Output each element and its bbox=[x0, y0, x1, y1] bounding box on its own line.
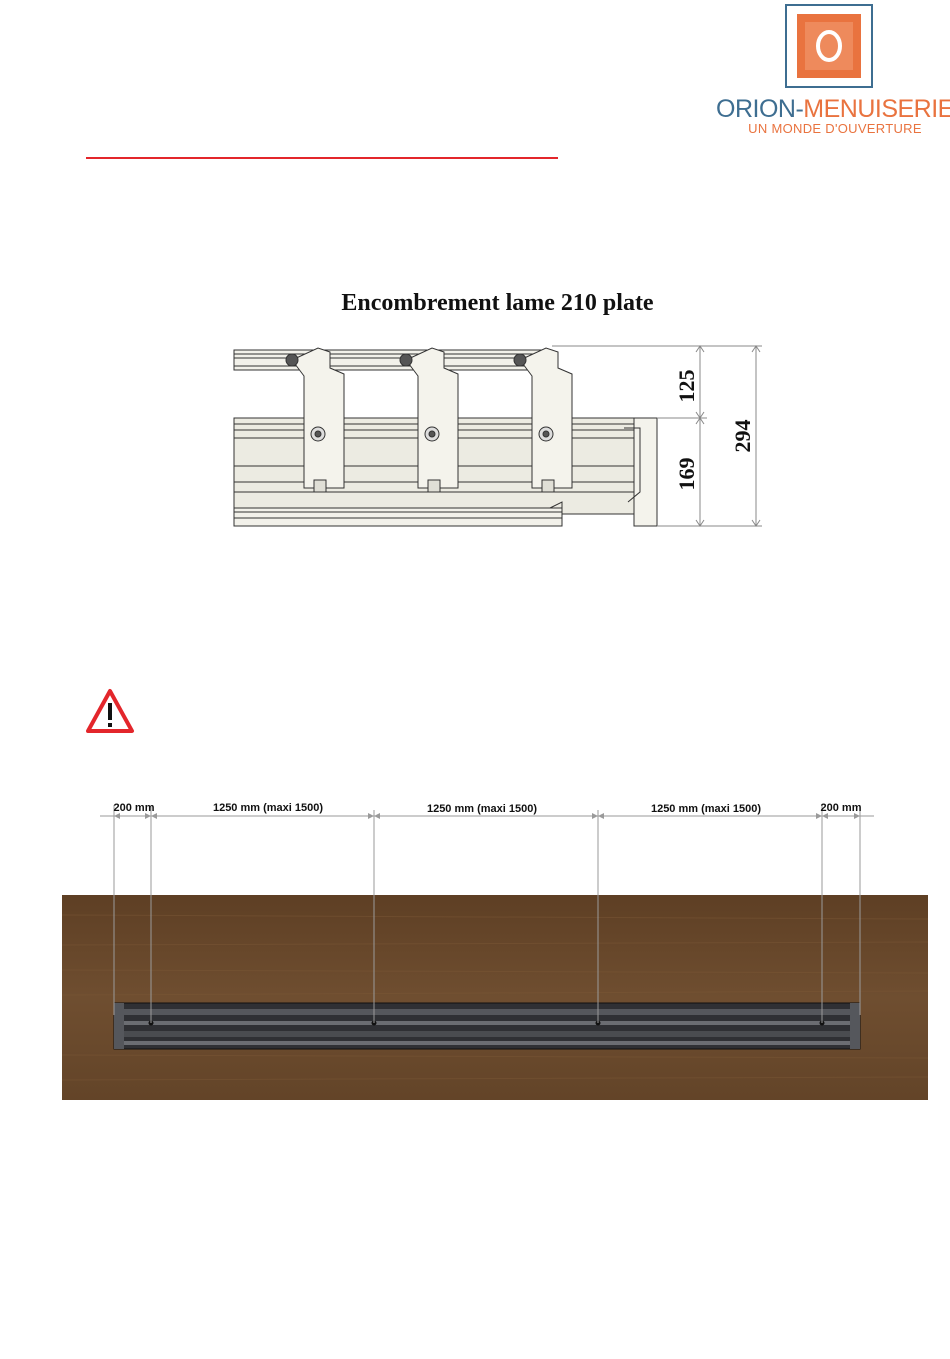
dim-125: 125 bbox=[674, 370, 699, 403]
rail-profile bbox=[114, 1003, 860, 1049]
installation-diagram: 200 mm 1250 mm (maxi 1500) 1250 mm (maxi… bbox=[62, 795, 928, 1105]
red-divider bbox=[86, 157, 558, 159]
logo-tagline: UN MONDE D'OUVERTURE bbox=[740, 121, 930, 136]
wood-panel bbox=[62, 895, 928, 1100]
dim-label-left-200: 200 mm bbox=[114, 802, 155, 814]
dim-label-span-2: 1250 mm (maxi 1500) bbox=[427, 803, 537, 815]
section-drawing: 125 169 294 bbox=[232, 342, 772, 532]
warning-triangle-icon bbox=[85, 688, 135, 734]
dim-294: 294 bbox=[730, 420, 755, 453]
logo-name-suffix: MENUISERIES bbox=[803, 95, 950, 123]
logo-mark bbox=[785, 4, 873, 88]
dim-label-span-3: 1250 mm (maxi 1500) bbox=[651, 803, 761, 815]
dim-169: 169 bbox=[674, 458, 699, 491]
dim-label-span-1: 1250 mm (maxi 1500) bbox=[213, 802, 323, 814]
logo-name-prefix: ORION- bbox=[716, 95, 803, 123]
dim-label-right-200: 200 mm bbox=[821, 802, 862, 814]
figure-title: Encombrement lame 210 plate bbox=[250, 290, 745, 317]
